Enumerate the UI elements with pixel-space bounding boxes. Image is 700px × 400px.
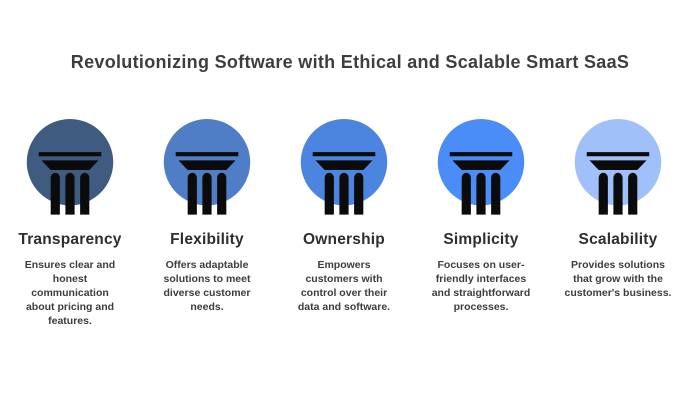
column-glyph <box>38 152 102 215</box>
page-title: Revolutionizing Software with Ethical an… <box>70 52 630 72</box>
pillar-icon <box>26 119 114 215</box>
column-glyph <box>175 152 239 215</box>
pillar-description: Offers adaptable solutions to meet diver… <box>163 258 251 313</box>
pillar-description: Provides solutions that grow with the cu… <box>564 258 672 299</box>
column-glyph <box>586 152 650 215</box>
pillar-column-transparency: Transparency Ensures clear and honest co… <box>8 119 132 328</box>
pillar-row: Transparency Ensures clear and honest co… <box>8 119 692 328</box>
pillar-description: Focuses on user- friendly interfaces and… <box>431 258 531 313</box>
pillar-title: Simplicity <box>443 230 519 248</box>
column-glyph <box>312 152 376 215</box>
pillar-description: Empowers customers with control over the… <box>297 258 391 313</box>
pillar-column-simplicity: Simplicity Focuses on user- friendly int… <box>419 119 543 328</box>
pillar-title: Ownership <box>303 230 385 248</box>
pillar-icon <box>437 119 525 215</box>
pillar-column-scalability: Scalability Provides solutions that grow… <box>556 119 680 328</box>
pillar-icon <box>300 119 388 215</box>
pillar-title: Transparency <box>18 230 122 248</box>
pillar-column-ownership: Ownership Empowers customers with contro… <box>282 119 406 328</box>
pillar-title: Scalability <box>578 230 658 248</box>
column-glyph <box>449 152 513 215</box>
pillar-icon <box>163 119 251 215</box>
pillar-icon <box>574 119 662 215</box>
pillar-column-flexibility: Flexibility Offers adaptable solutions t… <box>145 119 269 328</box>
pillar-description: Ensures clear and honest communication a… <box>24 258 116 327</box>
pillar-title: Flexibility <box>170 230 244 248</box>
